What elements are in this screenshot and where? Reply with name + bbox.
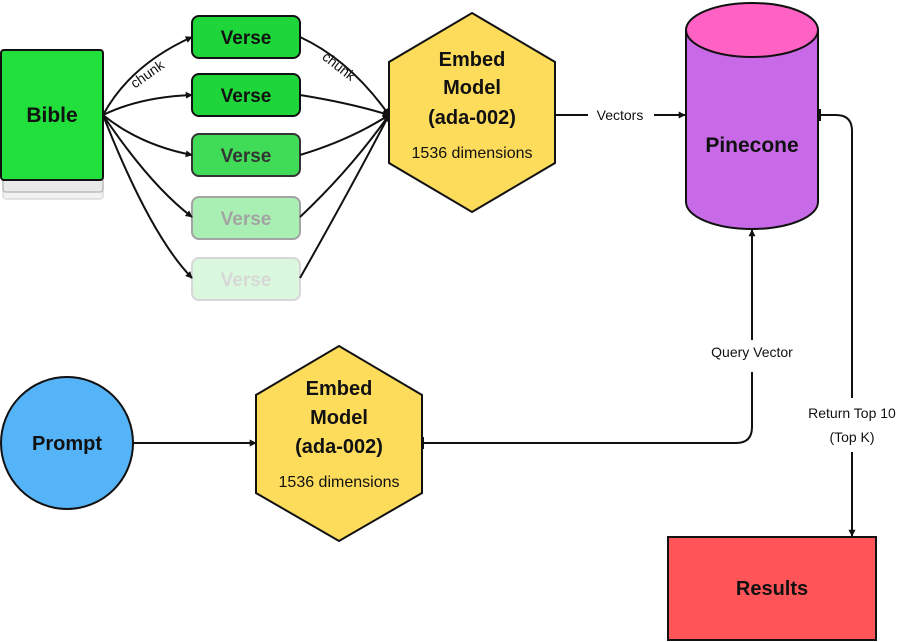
chunk-label-right: chunk: [319, 48, 359, 84]
verse-label-1: Verse: [221, 28, 272, 49]
edge-query-vector-a: [423, 372, 753, 444]
embed-top-line3: (ada-002): [428, 107, 516, 129]
edge-bible-verse-2: [102, 91, 193, 116]
vectors-label: Vectors: [597, 107, 644, 123]
bible-node: Bible: [0, 49, 104, 200]
verse-label-3: Verse: [221, 146, 272, 167]
verse-node-5: Verse: [191, 257, 301, 301]
edge-bible-verse-3: [102, 114, 193, 158]
verse-to-embed-edges: [299, 36, 390, 279]
pinecone-label: Pinecone: [705, 134, 798, 157]
verse-label-2: Verse: [221, 86, 272, 107]
verse-node-1: Verse: [191, 15, 301, 59]
edge-verse3-embed: [299, 114, 390, 156]
edge-bible-verse-5: [102, 114, 193, 279]
prompt-label: Prompt: [32, 433, 102, 455]
edge-return-a: [820, 114, 853, 398]
verse-node-4: Verse: [191, 196, 301, 240]
results-label: Results: [736, 578, 808, 600]
edge-verse1-embed: [299, 36, 390, 116]
embed-top-dims: 1536 dimensions: [412, 145, 533, 162]
embed-top-line1: Embed: [439, 49, 506, 71]
embed-model-top: Embed Model (ada-002) 1536 dimensions: [388, 11, 556, 214]
edge-bible-verse-1: [102, 36, 193, 116]
embed-model-bottom: Embed Model (ada-002) 1536 dimensions: [255, 344, 423, 543]
return-top-label-1: Return Top 10: [808, 405, 896, 421]
verse-node-3: Verse: [191, 133, 301, 177]
pinecone-node: Pinecone: [685, 2, 819, 230]
verse-node-2: Verse: [191, 73, 301, 117]
embed-bottom-line1: Embed: [306, 378, 373, 400]
embed-bottom-line3: (ada-002): [295, 436, 383, 458]
bible-label: Bible: [26, 104, 77, 127]
edge-verse5-embed: [299, 114, 390, 279]
embed-top-line2: Model: [443, 77, 501, 99]
results-node: Results: [667, 536, 877, 641]
bible-to-verse-edges: [102, 36, 193, 279]
prompt-node: Prompt: [0, 376, 134, 510]
verse-label-4: Verse: [221, 209, 272, 230]
verse-label-5: Verse: [221, 270, 272, 291]
edge-verse4-embed: [299, 114, 390, 218]
edge-bible-verse-4: [102, 114, 193, 218]
embed-bottom-line2: Model: [310, 407, 368, 429]
edge-verse2-embed: [299, 94, 390, 117]
query-vector-label: Query Vector: [711, 344, 793, 360]
embed-bottom-dims: 1536 dimensions: [279, 474, 400, 491]
chunk-label-left: chunk: [127, 56, 168, 91]
return-top-label-2: (Top K): [829, 429, 874, 445]
